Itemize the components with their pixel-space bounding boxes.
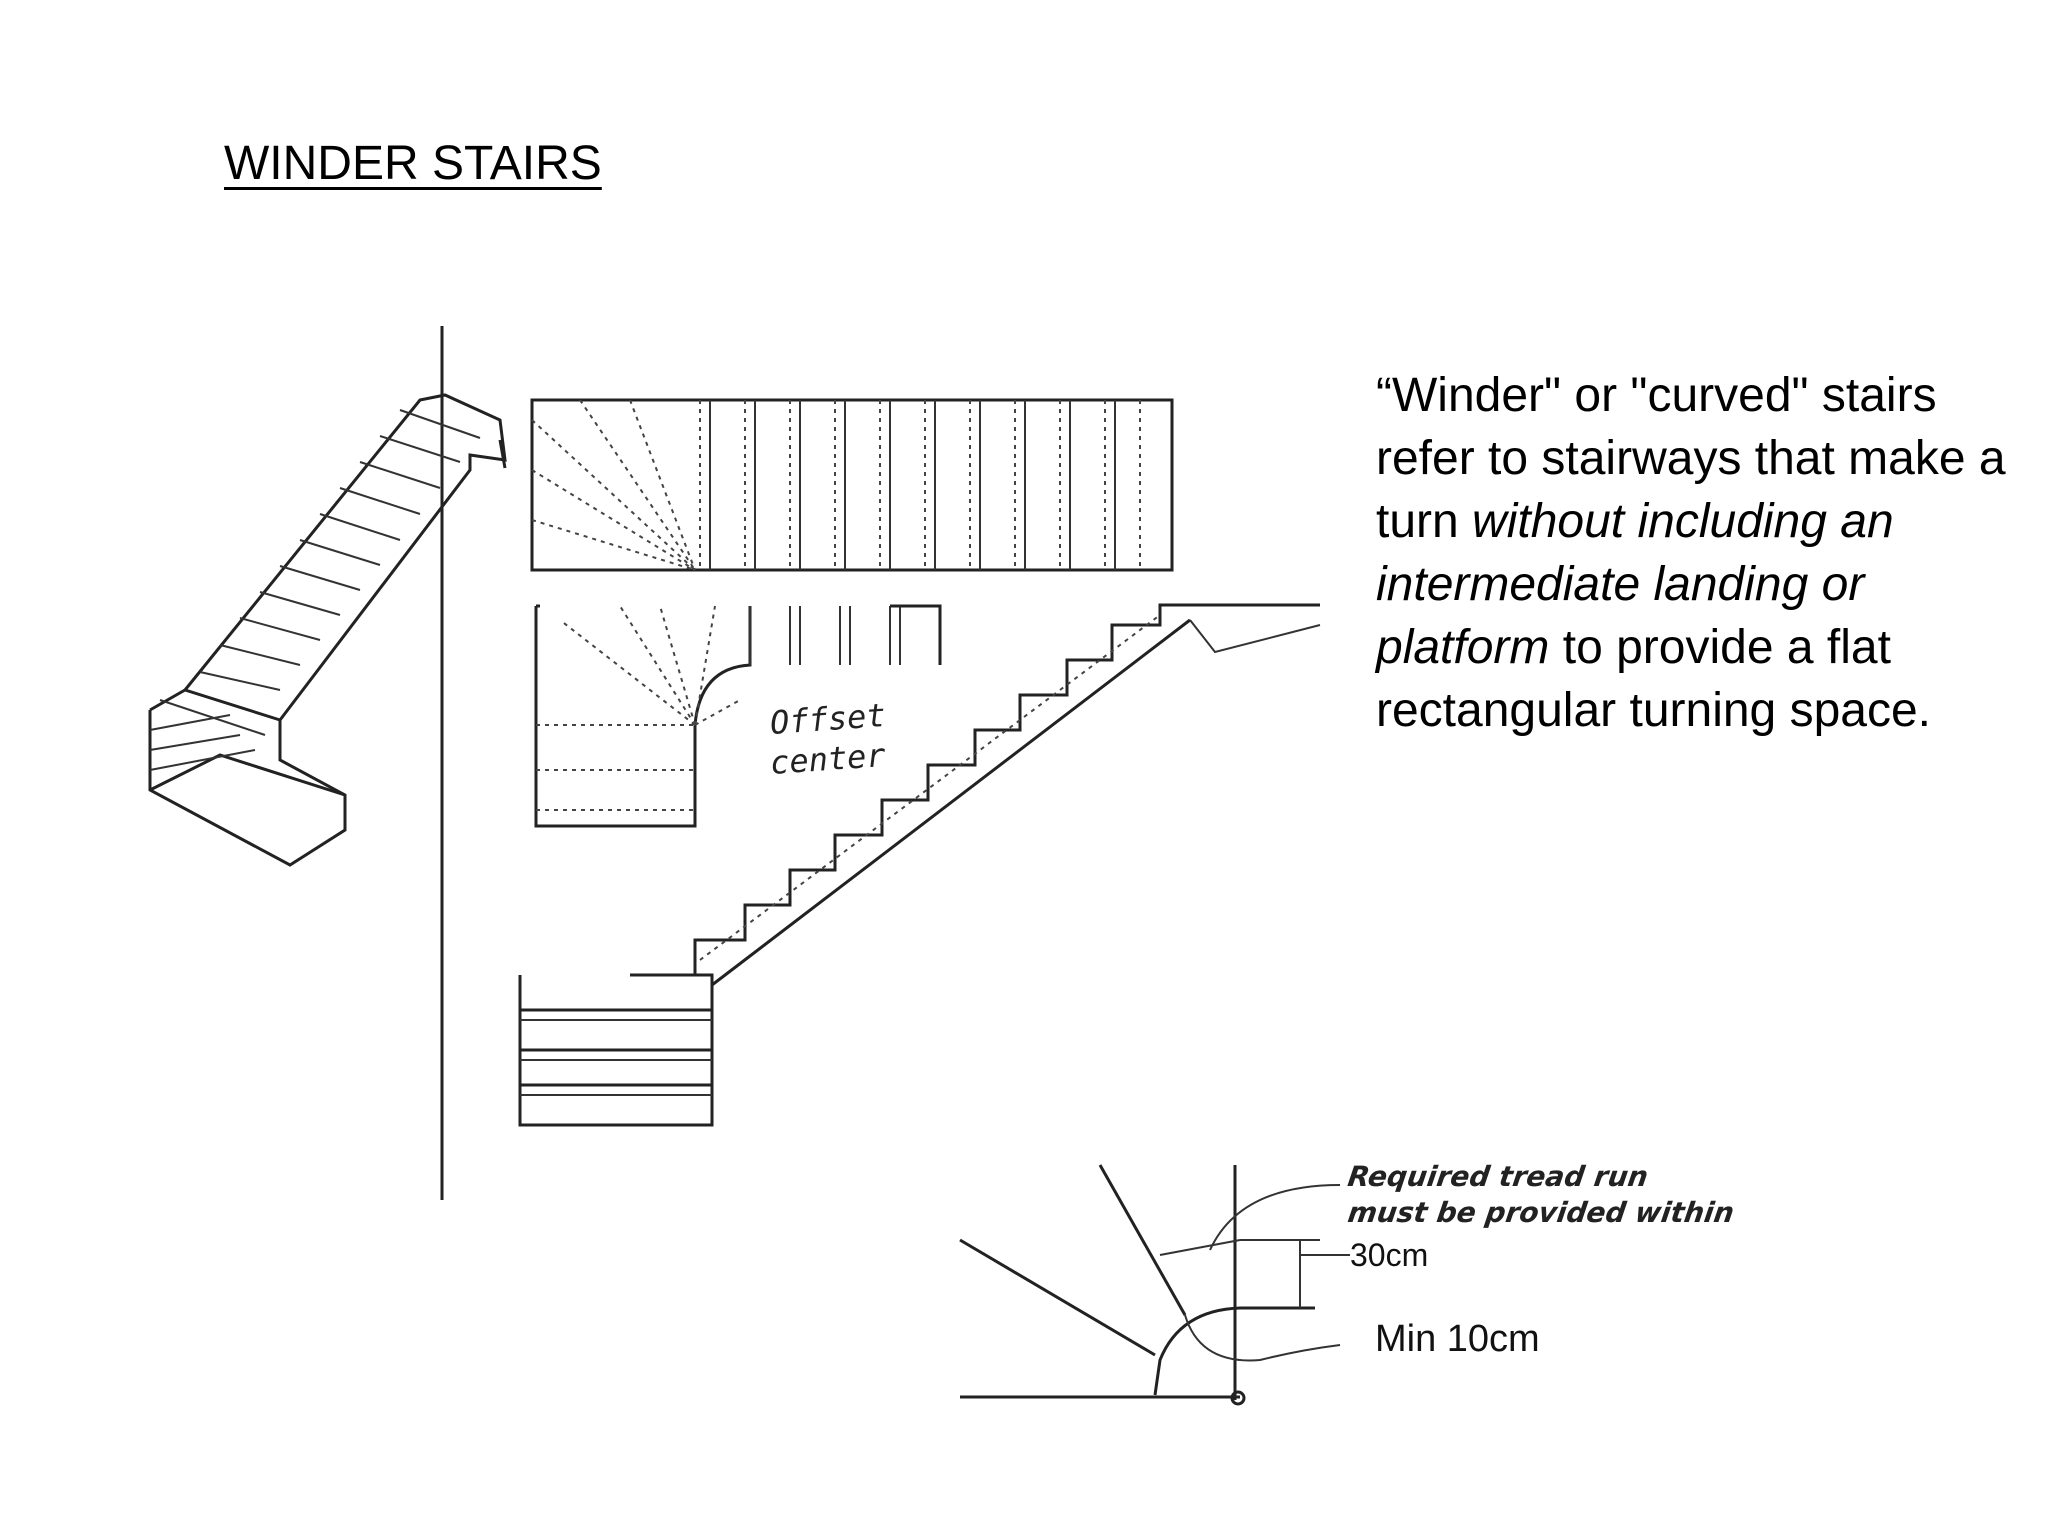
- dimension-30cm: 30cm: [1350, 1237, 1429, 1273]
- description-italic: without including an intermediate landin…: [1376, 495, 1894, 674]
- plan-view-top: [530, 398, 1174, 572]
- center-label: center: [768, 736, 887, 782]
- offset-label: Offset: [768, 696, 887, 742]
- description-text-2: to provide a flat rectangular turning sp…: [1376, 621, 1931, 737]
- stair-section-elevation: [518, 603, 1321, 1127]
- plan-view-offset-center: [534, 604, 942, 828]
- requirement-note-line-1: Required tread run: [1345, 1160, 1651, 1193]
- isometric-winder-stair: [148, 393, 507, 867]
- description-text-1: “Winder" or "curved" stairs refer to sta…: [1376, 369, 2006, 548]
- page-title: WINDER STAIRS: [224, 137, 602, 190]
- dimension-min-10cm: Min 10cm: [1375, 1318, 1540, 1360]
- winder-description: “Winder" or "curved" stairs refer to sta…: [1376, 364, 2016, 742]
- winder-detail-diagram: [959, 1164, 1350, 1406]
- requirement-note-line-2: must be provided within: [1345, 1196, 1737, 1229]
